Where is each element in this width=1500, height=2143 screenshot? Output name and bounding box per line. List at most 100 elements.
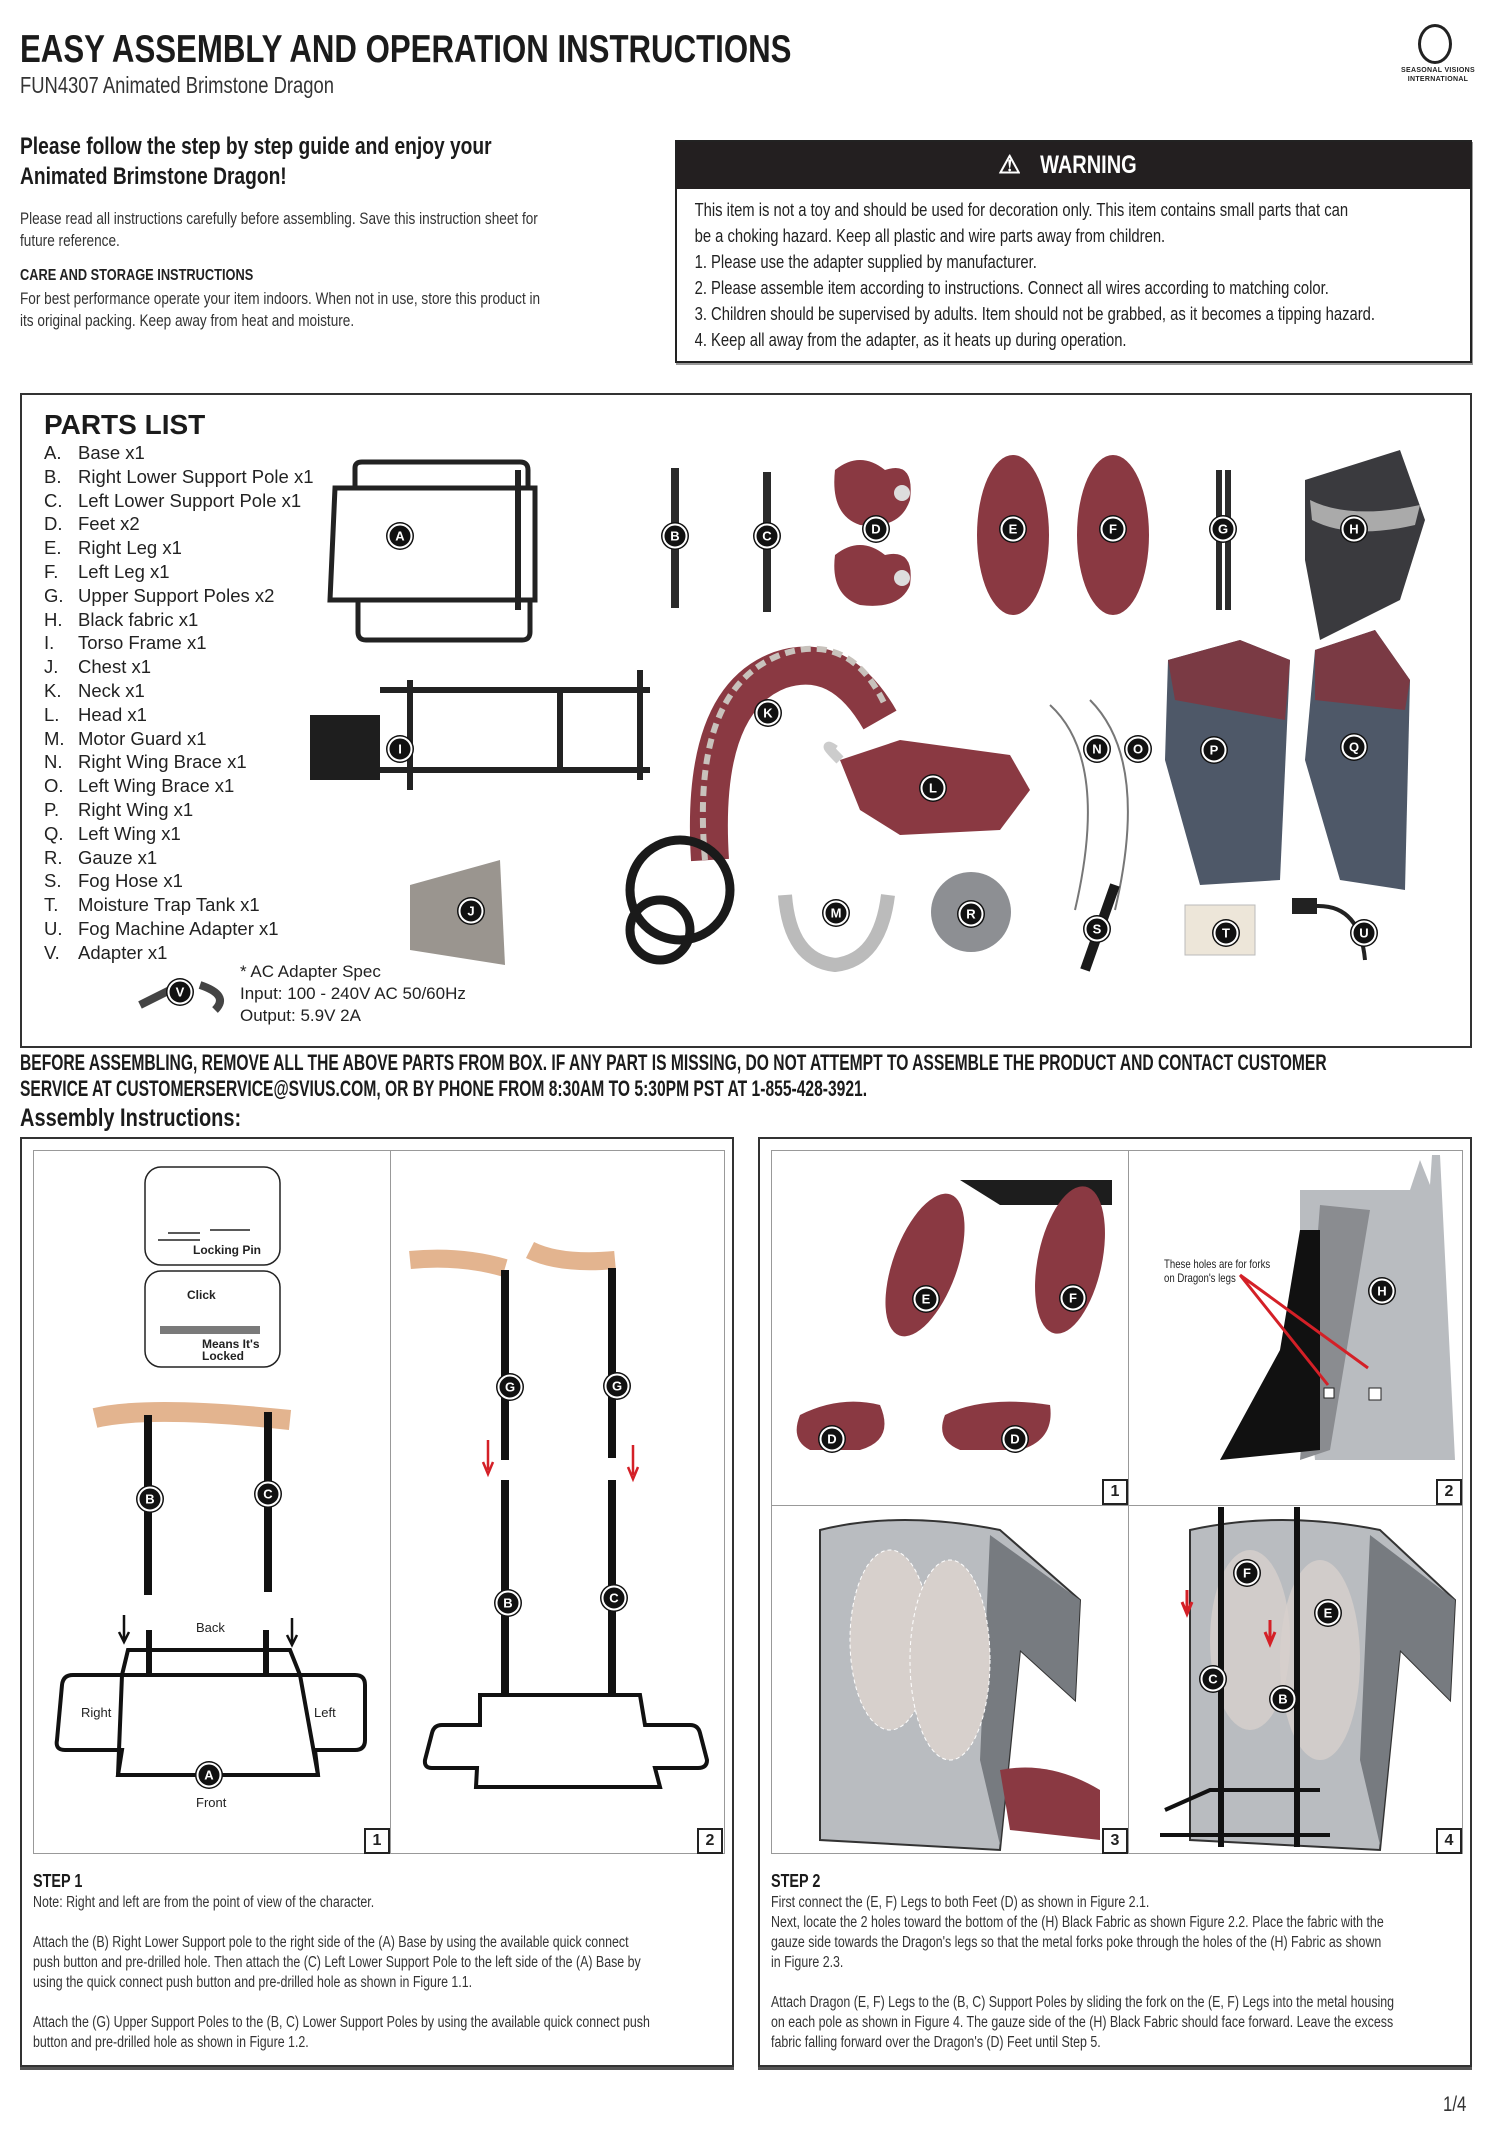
parts-list-item: M.Motor Guard x1: [44, 727, 314, 751]
text-line: using the quick connect push button and …: [33, 1974, 473, 1991]
part-badge-q: Q: [1341, 734, 1367, 760]
part-badge-e: E: [1000, 516, 1026, 542]
part-badge-j: J: [458, 898, 484, 924]
notice-line: SERVICE AT CUSTOMERSERVICE@SVIUS.COM, OR…: [20, 1076, 868, 1101]
warning-triangle-icon: ⚠: [998, 151, 1021, 179]
adapter-spec: * AC Adapter Spec Input: 100 - 240V AC 5…: [240, 961, 466, 1027]
neck-image: [625, 645, 897, 965]
feet-image: [834, 460, 911, 606]
spec-title: * AC Adapter Spec: [240, 962, 381, 981]
part-key: G.: [44, 584, 64, 606]
part-name: Motor Guard x1: [78, 727, 207, 749]
part-key: A.: [44, 442, 62, 463]
part-key: D.: [44, 513, 63, 535]
figure-2-3: [771, 1505, 1129, 1854]
fig-badge-d: D: [1002, 1426, 1028, 1452]
warning-body: This item is not a toy and should be use…: [677, 189, 1375, 353]
parts-list-item: V.Adapter x1: [44, 941, 314, 965]
parts-list-item: N.Right Wing Brace x1: [44, 750, 314, 774]
part-name: Left Lower Support Pole x1: [78, 489, 302, 511]
part-key: P.: [44, 798, 60, 820]
part-badge-b: B: [662, 523, 688, 549]
part-key: H.: [44, 608, 63, 630]
label-line: Locked: [202, 1349, 245, 1363]
part-name: Adapter x1: [78, 941, 168, 963]
parts-list-item: B.Right Lower Support Pole x1: [44, 465, 314, 489]
figure-2-2-drawing: [1220, 1155, 1455, 1460]
care-text: For best performance operate your item i…: [20, 288, 540, 332]
part-name: Right Wing x1: [78, 798, 194, 820]
part-badge-l: L: [920, 775, 946, 801]
text-line: First connect the (E, F) Legs to both Fe…: [771, 1894, 1150, 1911]
parts-list-item: T. Moisture Trap Tank x1: [44, 893, 314, 917]
part-badge-f: F: [1100, 516, 1126, 542]
assembly-heading: Assembly Instructions:: [20, 1104, 242, 1132]
part-key: T.: [44, 894, 59, 916]
warning-line: 2. Please assemble item according to ins…: [694, 277, 1329, 298]
fig-badge-c: C: [255, 1481, 281, 1507]
spec-input: Input: 100 - 240V AC 50/60Hz: [240, 984, 466, 1003]
part-badge-i: I: [387, 736, 413, 762]
label-left: Left: [314, 1705, 336, 1720]
part-name: Gauze x1: [78, 846, 158, 868]
parts-list-item: L.Head x1: [44, 703, 314, 727]
text-line: Attach Dragon (E, F) Legs to the (B, C) …: [771, 1994, 1395, 2011]
figure-2-2: [1128, 1150, 1463, 1506]
figure-number: 3: [1102, 1828, 1128, 1854]
parts-list-title: PARTS LIST: [44, 409, 206, 440]
part-name: Moisture Trap Tank x1: [78, 894, 260, 916]
label-front: Front: [196, 1795, 227, 1810]
step-1-panel: [20, 1137, 734, 2067]
part-key: N.: [44, 751, 63, 773]
part-name: Head x1: [78, 703, 147, 725]
fig-badge-b: B: [137, 1486, 163, 1512]
part-badge-k: K: [755, 700, 781, 726]
part-name: Left Leg x1: [78, 560, 170, 582]
fig-badge-g: G: [604, 1373, 630, 1399]
parts-list-item: I.Torso Frame x1: [44, 631, 314, 655]
text-line: gauze side towards the Dragon's legs so …: [771, 1934, 1382, 1951]
text-line: Attach the (G) Upper Support Poles to th…: [33, 2014, 650, 2031]
part-key: F.: [44, 560, 59, 582]
part-name: Fog Hose x1: [78, 870, 183, 892]
figure-2-1: [771, 1150, 1129, 1506]
text-line: its original packing. Keep away from hea…: [20, 311, 355, 330]
fig-badge-e: E: [1315, 1600, 1341, 1626]
part-badge-t: T: [1213, 920, 1239, 946]
fig-badge-f: F: [1060, 1285, 1086, 1311]
part-badge-v: V: [167, 979, 193, 1005]
figure-number: 1: [1102, 1479, 1128, 1505]
part-name: Upper Support Poles x2: [78, 584, 275, 606]
parts-list-item: C.Left Lower Support Pole x1: [44, 489, 314, 513]
text-line: For best performance operate your item i…: [20, 289, 541, 308]
part-badge-u: U: [1351, 920, 1377, 946]
part-key: S.: [44, 870, 62, 892]
parts-list-item: U.Fog Machine Adapter x1: [44, 917, 314, 941]
holes-note: These holes are for forks on Dragon's le…: [1164, 1257, 1270, 1285]
part-badge-r: R: [958, 901, 984, 927]
notice-line: BEFORE ASSEMBLING, REMOVE ALL THE ABOVE …: [20, 1050, 1327, 1075]
step-1-text: Note: Right and left are from the point …: [33, 1893, 650, 2053]
step-2-panel: [758, 1137, 1472, 2067]
part-name: Black fabric x1: [78, 608, 199, 630]
parts-list-item: F. Left Leg x1: [44, 560, 314, 584]
parts-list-item: J.Chest x1: [44, 655, 314, 679]
parts-list-panel: PARTS LIST A.Base x1 B.Right Lower Suppo…: [20, 393, 1472, 1048]
fig-badge-f: F: [1234, 1560, 1260, 1586]
text-line: in Figure 2.3.: [771, 1954, 844, 1971]
fig-badge-c: C: [601, 1585, 627, 1611]
intro-heading-line: Please follow the step by step guide and…: [20, 133, 492, 160]
label-means-locked: Means It's Locked: [202, 1338, 260, 1362]
part-key: E.: [44, 537, 62, 559]
part-badge-a: A: [387, 523, 413, 549]
fig-badge-c: C: [1200, 1666, 1226, 1692]
part-key: U.: [44, 917, 63, 939]
fig-badge-h: H: [1369, 1278, 1395, 1304]
figure-1-2: [390, 1150, 725, 1854]
part-badge-s: S: [1084, 916, 1110, 942]
warning-line: 1. Please use the adapter supplied by ma…: [694, 251, 1037, 272]
part-name: Feet x2: [78, 513, 140, 535]
warning-line: 3. Children should be supervised by adul…: [694, 303, 1375, 324]
text-line: Next, locate the 2 holes toward the bott…: [771, 1914, 1384, 1931]
part-name: Torso Frame x1: [78, 632, 207, 654]
